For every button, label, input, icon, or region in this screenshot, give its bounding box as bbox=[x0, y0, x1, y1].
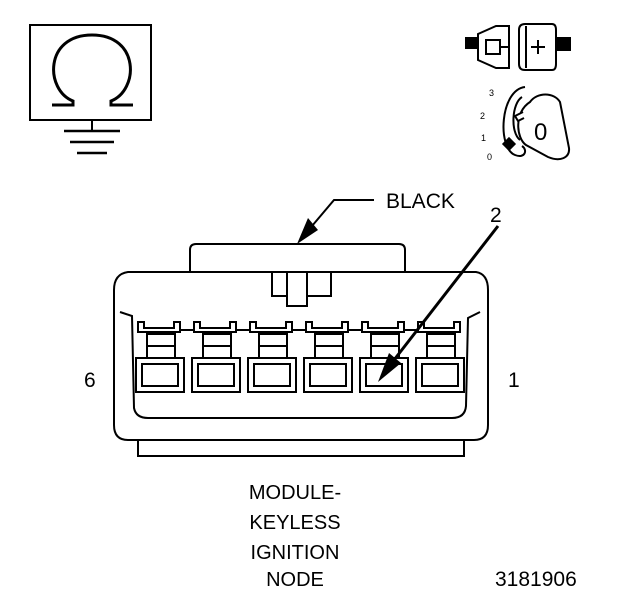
pin-callout-arrow bbox=[378, 225, 500, 382]
right-pin-number: 1 bbox=[508, 369, 520, 392]
figure-number: 3181906 bbox=[495, 568, 577, 591]
key-position-1: 1 bbox=[481, 133, 486, 143]
cavity-2 bbox=[359, 321, 409, 393]
color-callout-arrow bbox=[297, 199, 374, 244]
caption-line-3: IGNITION bbox=[250, 542, 340, 564]
key-position-0: 0 bbox=[487, 152, 492, 162]
cavity-1 bbox=[415, 321, 465, 393]
cavity-5 bbox=[191, 321, 241, 393]
cavity-4 bbox=[247, 321, 297, 393]
caption-line-2: KEYLESS bbox=[249, 512, 341, 534]
color-callout-label: BLACK bbox=[386, 190, 455, 213]
caption-line-1: MODULE- bbox=[248, 482, 342, 504]
ohmmeter-symbol-icon bbox=[29, 24, 152, 155]
key-position-label: 0 bbox=[534, 119, 547, 146]
disconnected-connector-icon bbox=[465, 23, 571, 71]
key-position-3: 3 bbox=[489, 88, 494, 98]
ignition-key-icon bbox=[501, 86, 571, 161]
caption-line-4: NODE bbox=[266, 569, 324, 591]
pin-callout-label: 2 bbox=[490, 204, 502, 227]
terminal-cavities bbox=[135, 321, 465, 393]
left-pin-number: 6 bbox=[84, 369, 96, 392]
cavity-6 bbox=[135, 321, 185, 393]
key-position-2: 2 bbox=[480, 111, 485, 121]
cavity-3 bbox=[303, 321, 353, 393]
